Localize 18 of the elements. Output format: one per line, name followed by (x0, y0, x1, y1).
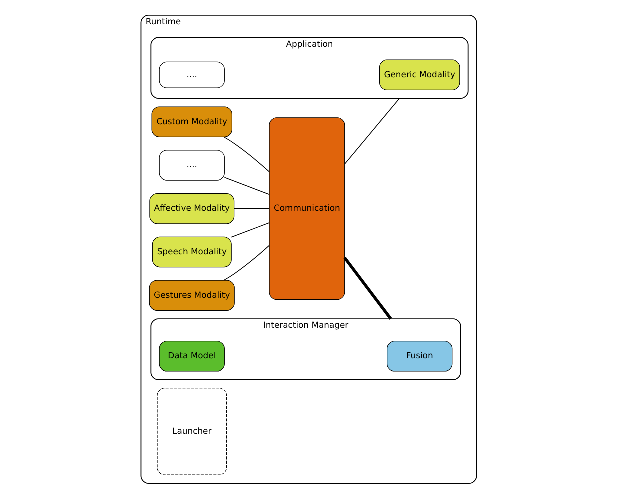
connector (224, 177, 270, 196)
node-box: .... (159, 150, 225, 181)
node-box: Affective Modality (150, 193, 235, 224)
node-box: Custom Modality (152, 106, 232, 138)
node-box: Launcher (157, 388, 228, 476)
connector (224, 245, 270, 281)
node-box: Fusion (387, 341, 453, 372)
node-box: Speech Modality (152, 236, 232, 268)
connector (344, 257, 392, 320)
connector (344, 98, 400, 165)
node-box: Gestures Modality (149, 280, 235, 311)
connector (234, 208, 270, 210)
node-box: .... (159, 62, 225, 88)
node-box: Data Model (159, 341, 225, 372)
connector (231, 222, 270, 238)
node-box: Communication (269, 118, 346, 300)
connector (224, 136, 270, 172)
node-box: Generic Modality (379, 60, 460, 90)
